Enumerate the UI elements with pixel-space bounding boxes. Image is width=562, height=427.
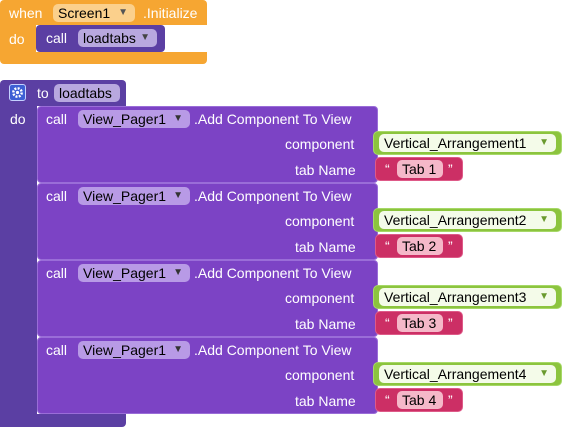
text-string-value: Tab 4 (402, 392, 437, 408)
dropdown-arrow-icon: ▼ (539, 291, 549, 302)
procedure-dropdown-value: loadtabs (83, 30, 136, 46)
text-string-block[interactable]: “ Tab 2 ” (375, 234, 463, 258)
text-string-block[interactable]: “ Tab 3 ” (375, 311, 463, 335)
call-label: call (46, 265, 68, 281)
dropdown-arrow-icon: ▼ (539, 368, 549, 379)
event-do-label: do (9, 31, 25, 47)
text-string-field[interactable]: Tab 2 (397, 237, 443, 255)
dropdown-arrow-icon: ▼ (173, 190, 183, 201)
component-socket-label: component (285, 136, 355, 152)
add-component-call-block[interactable]: call View_Pager1 ▼ .Add Component To Vie… (37, 260, 562, 337)
component-socket-label: component (285, 290, 355, 306)
procedure-spine (0, 106, 37, 427)
method-label: .Add Component To View (194, 188, 352, 204)
method-label: .Add Component To View (194, 342, 352, 358)
text-string-value: Tab 1 (402, 161, 437, 177)
quote-close: ” (448, 238, 453, 254)
text-string-block[interactable]: “ Tab 1 ” (375, 157, 463, 181)
quote-close: ” (448, 161, 453, 177)
add-component-call-block[interactable]: call View_Pager1 ▼ .Add Component To Vie… (37, 106, 562, 183)
procedure-footer (0, 414, 126, 427)
when-label: when (9, 5, 43, 21)
component-value-block[interactable]: Vertical_Arrangement2 ▼ (373, 208, 562, 232)
text-string-value: Tab 3 (402, 315, 437, 331)
component-value-text: Vertical_Arrangement4 (384, 366, 527, 382)
dropdown-arrow-icon: ▼ (173, 113, 183, 124)
component-value-text: Vertical_Arrangement1 (384, 135, 527, 151)
dropdown-arrow-icon: ▼ (118, 7, 128, 18)
component-dropdown[interactable]: View_Pager1 ▼ (78, 187, 190, 205)
component-value-block[interactable]: Vertical_Arrangement3 ▼ (373, 285, 562, 309)
dropdown-arrow-icon: ▼ (539, 137, 549, 148)
text-string-field[interactable]: Tab 3 (397, 314, 443, 332)
procedure-do-label: do (10, 111, 26, 127)
method-label: .Add Component To View (194, 111, 352, 127)
tab-name-socket-label: tab Name (295, 393, 356, 409)
call-label: call (46, 30, 68, 46)
component-value-dropdown[interactable]: Vertical_Arrangement2 ▼ (379, 211, 556, 229)
component-value-block[interactable]: Vertical_Arrangement1 ▼ (373, 131, 562, 155)
component-dropdown-value: View_Pager1 (83, 111, 167, 127)
quote-open: “ (385, 161, 390, 177)
component-value-block[interactable]: Vertical_Arrangement4 ▼ (373, 362, 562, 386)
component-dropdown-value: View_Pager1 (83, 265, 167, 281)
event-block[interactable]: when Screen1 ▼ .Initialize do call loadt… (0, 0, 207, 64)
component-dropdown-value: View_Pager1 (83, 188, 167, 204)
component-dropdown[interactable]: View_Pager1 ▼ (78, 341, 190, 359)
component-dropdown[interactable]: View_Pager1 ▼ (78, 110, 190, 128)
procedure-name-field[interactable]: loadtabs (54, 84, 120, 102)
component-dropdown-value: View_Pager1 (83, 342, 167, 358)
event-block-arm (0, 25, 36, 52)
screen-dropdown-value: Screen1 (58, 5, 111, 21)
add-component-call-block[interactable]: call View_Pager1 ▼ .Add Component To Vie… (37, 337, 562, 414)
tab-name-socket-label: tab Name (295, 162, 356, 178)
quote-open: “ (385, 392, 390, 408)
gear-icon[interactable] (9, 84, 26, 101)
component-value-text: Vertical_Arrangement2 (384, 212, 527, 228)
procedure-block[interactable]: to loadtabs do (0, 80, 380, 427)
quote-close: ” (448, 392, 453, 408)
dropdown-arrow-icon: ▼ (140, 32, 150, 43)
component-value-dropdown[interactable]: Vertical_Arrangement3 ▼ (379, 288, 556, 306)
tab-name-socket-label: tab Name (295, 239, 356, 255)
to-label: to (37, 85, 49, 101)
event-block-footer (0, 52, 207, 64)
component-value-dropdown[interactable]: Vertical_Arrangement1 ▼ (379, 134, 556, 152)
component-value-text: Vertical_Arrangement3 (384, 289, 527, 305)
component-value-dropdown[interactable]: Vertical_Arrangement4 ▼ (379, 365, 556, 383)
component-dropdown[interactable]: View_Pager1 ▼ (78, 264, 190, 282)
call-label: call (46, 111, 68, 127)
dropdown-arrow-icon: ▼ (173, 344, 183, 355)
method-label: .Add Component To View (194, 265, 352, 281)
dropdown-arrow-icon: ▼ (539, 214, 549, 225)
call-label: call (46, 342, 68, 358)
add-component-call-block[interactable]: call View_Pager1 ▼ .Add Component To Vie… (37, 183, 562, 260)
text-string-field[interactable]: Tab 4 (397, 391, 443, 409)
text-string-field[interactable]: Tab 1 (397, 160, 443, 178)
screen-dropdown[interactable]: Screen1 ▼ (53, 4, 135, 22)
quote-open: “ (385, 315, 390, 331)
procedure-name-value: loadtabs (59, 85, 112, 101)
dropdown-arrow-icon: ▼ (173, 267, 183, 278)
call-label: call (46, 188, 68, 204)
component-socket-label: component (285, 213, 355, 229)
call-stack: call View_Pager1 ▼ .Add Component To Vie… (37, 106, 562, 414)
procedure-dropdown[interactable]: loadtabs ▼ (78, 29, 157, 47)
quote-close: ” (448, 315, 453, 331)
event-name-label: .Initialize (143, 5, 198, 21)
quote-open: “ (385, 238, 390, 254)
call-loadtabs-block[interactable]: call loadtabs ▼ (36, 25, 165, 52)
text-string-block[interactable]: “ Tab 4 ” (375, 388, 463, 412)
tab-name-socket-label: tab Name (295, 316, 356, 332)
text-string-value: Tab 2 (402, 238, 437, 254)
component-socket-label: component (285, 367, 355, 383)
